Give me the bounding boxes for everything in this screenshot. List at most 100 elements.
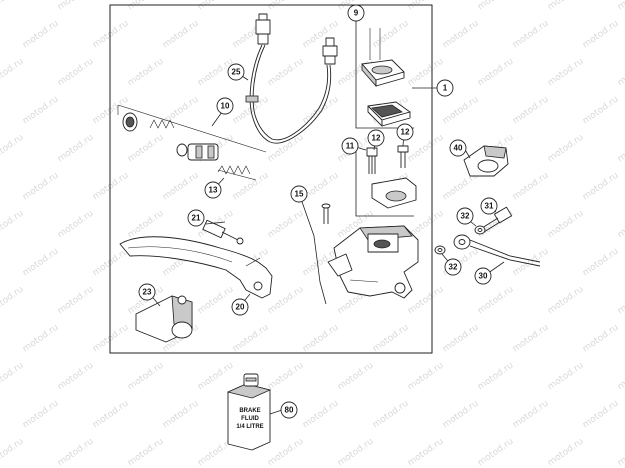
watermark-text: motod.ru — [0, 133, 26, 165]
watermark-text: motod.ru — [546, 285, 586, 317]
watermark-text: motod.ru — [21, 19, 61, 51]
callout-12-right: 12 — [396, 123, 414, 141]
watermark-text: motod.ru — [616, 209, 625, 241]
part-32-sealing-washer-lower — [434, 245, 446, 255]
svg-text:15: 15 — [295, 190, 304, 199]
watermark-text: motod.ru — [231, 323, 271, 355]
svg-text:31: 31 — [485, 202, 494, 211]
watermark-text: motod.ru — [56, 361, 96, 393]
part-32-sealing-washer-upper — [474, 225, 486, 235]
part-11-clamp-screw — [366, 147, 378, 174]
watermark-text: motod.ru — [266, 0, 306, 12]
callout-20: 20 — [231, 298, 249, 316]
watermark-text: motod.ru — [126, 0, 166, 12]
part-80-brake-fluid-bottle: BRAKE FLUID 1/4 LITRE — [226, 373, 272, 451]
watermark-text: motod.ru — [56, 209, 96, 241]
part-20-brake-lever — [119, 236, 273, 299]
watermark-text: motod.ru — [406, 0, 446, 12]
watermark-text: motod.ru — [511, 95, 551, 127]
watermark-text: motod.ru — [546, 209, 586, 241]
watermark-text: motod.ru — [616, 57, 625, 89]
watermark-text: motod.ru — [21, 95, 61, 127]
watermark-text: motod.ru — [301, 399, 341, 431]
watermark-text: motod.ru — [301, 323, 341, 355]
watermark-text: motod.ru — [56, 285, 96, 317]
svg-text:10: 10 — [221, 102, 230, 111]
watermark-text: motod.ru — [371, 323, 411, 355]
watermark-text: motod.ru — [126, 133, 166, 165]
watermark-text: motod.ru — [371, 19, 411, 51]
svg-text:32: 32 — [461, 212, 470, 221]
watermark-text: motod.ru — [0, 285, 26, 317]
watermark-text: motod.ru — [406, 437, 446, 468]
watermark-text: motod.ru — [301, 95, 341, 127]
watermark-text: motod.ru — [476, 437, 516, 468]
svg-text:1: 1 — [443, 84, 448, 93]
callout-32-lower: 32 — [444, 258, 462, 276]
part-10-piston-kit — [117, 104, 267, 161]
watermark-text: motod.ru — [21, 399, 61, 431]
watermark-text: motod.ru — [546, 437, 586, 468]
watermark-text: motod.ru — [56, 57, 96, 89]
watermark-text: motod.ru — [126, 361, 166, 393]
watermark-text: motod.ru — [581, 399, 621, 431]
watermark-text: motod.ru — [266, 57, 306, 89]
callout-30: 30 — [474, 267, 492, 285]
part-30-brake-line — [453, 234, 541, 267]
callout-12-left: 12 — [367, 129, 385, 147]
watermark-text: motod.ru — [476, 285, 516, 317]
part-25-cable-harness — [245, 13, 338, 144]
callout-1: 1 — [436, 79, 454, 97]
watermark-text: motod.ru — [266, 285, 306, 317]
svg-text:80: 80 — [285, 406, 294, 415]
watermark-text: motod.ru — [441, 19, 481, 51]
svg-text:12: 12 — [401, 128, 410, 137]
watermark-text: motod.ru — [476, 361, 516, 393]
watermark-text: motod.ru — [126, 437, 166, 468]
watermark-text: motod.ru — [301, 171, 341, 203]
watermark-text: motod.ru — [231, 171, 271, 203]
callout-9: 9 — [347, 4, 365, 22]
watermark-text: motod.ru — [126, 57, 166, 89]
watermark-text: motod.ru — [161, 19, 201, 51]
part-23-lever-clamp — [135, 295, 193, 343]
master-cylinder-body — [327, 225, 419, 299]
watermark-text: motod.ru — [511, 247, 551, 279]
watermark-text: motod.ru — [371, 399, 411, 431]
svg-text:11: 11 — [346, 142, 355, 151]
part-31-banjo-bolt — [481, 206, 513, 233]
watermark-text: motod.ru — [336, 361, 376, 393]
watermark-text: motod.ru — [441, 399, 481, 431]
watermark-text: motod.ru — [0, 437, 26, 468]
watermark-text: motod.ru — [476, 57, 516, 89]
part-1-diaphragm — [367, 101, 411, 127]
watermark-text: motod.ru — [546, 361, 586, 393]
watermark-text: motod.ru — [56, 133, 96, 165]
watermark-text: motod.ru — [441, 95, 481, 127]
watermark-text: motod.ru — [91, 247, 131, 279]
watermark-text: motod.ru — [91, 19, 131, 51]
watermark-text: motod.ru — [21, 247, 61, 279]
watermark-text: motod.ru — [616, 361, 625, 393]
watermark-text: motod.ru — [616, 133, 625, 165]
watermark-text: motod.ru — [161, 95, 201, 127]
callout-31: 31 — [480, 197, 498, 215]
watermark-text: motod.ru — [196, 0, 236, 12]
watermark-text: motod.ru — [161, 399, 201, 431]
part-13-return-spring — [217, 165, 257, 181]
bottle-label-line2: FLUID — [241, 416, 259, 422]
watermark-text: motod.ru — [476, 0, 516, 12]
watermark-text: motod.ru — [56, 0, 96, 12]
svg-text:30: 30 — [479, 272, 488, 281]
watermark-text: motod.ru — [196, 361, 236, 393]
part-15-pivot-pin — [321, 203, 331, 224]
watermark-text: motod.ru — [56, 437, 96, 468]
watermark-text: motod.ru — [91, 323, 131, 355]
svg-text:23: 23 — [143, 288, 152, 297]
watermark-text: motod.ru — [581, 19, 621, 51]
watermark-text: motod.ru — [546, 0, 586, 12]
part-9-reservoir-cap — [361, 28, 405, 88]
watermark-text: motod.ru — [266, 133, 306, 165]
watermark-text: motod.ru — [266, 209, 306, 241]
